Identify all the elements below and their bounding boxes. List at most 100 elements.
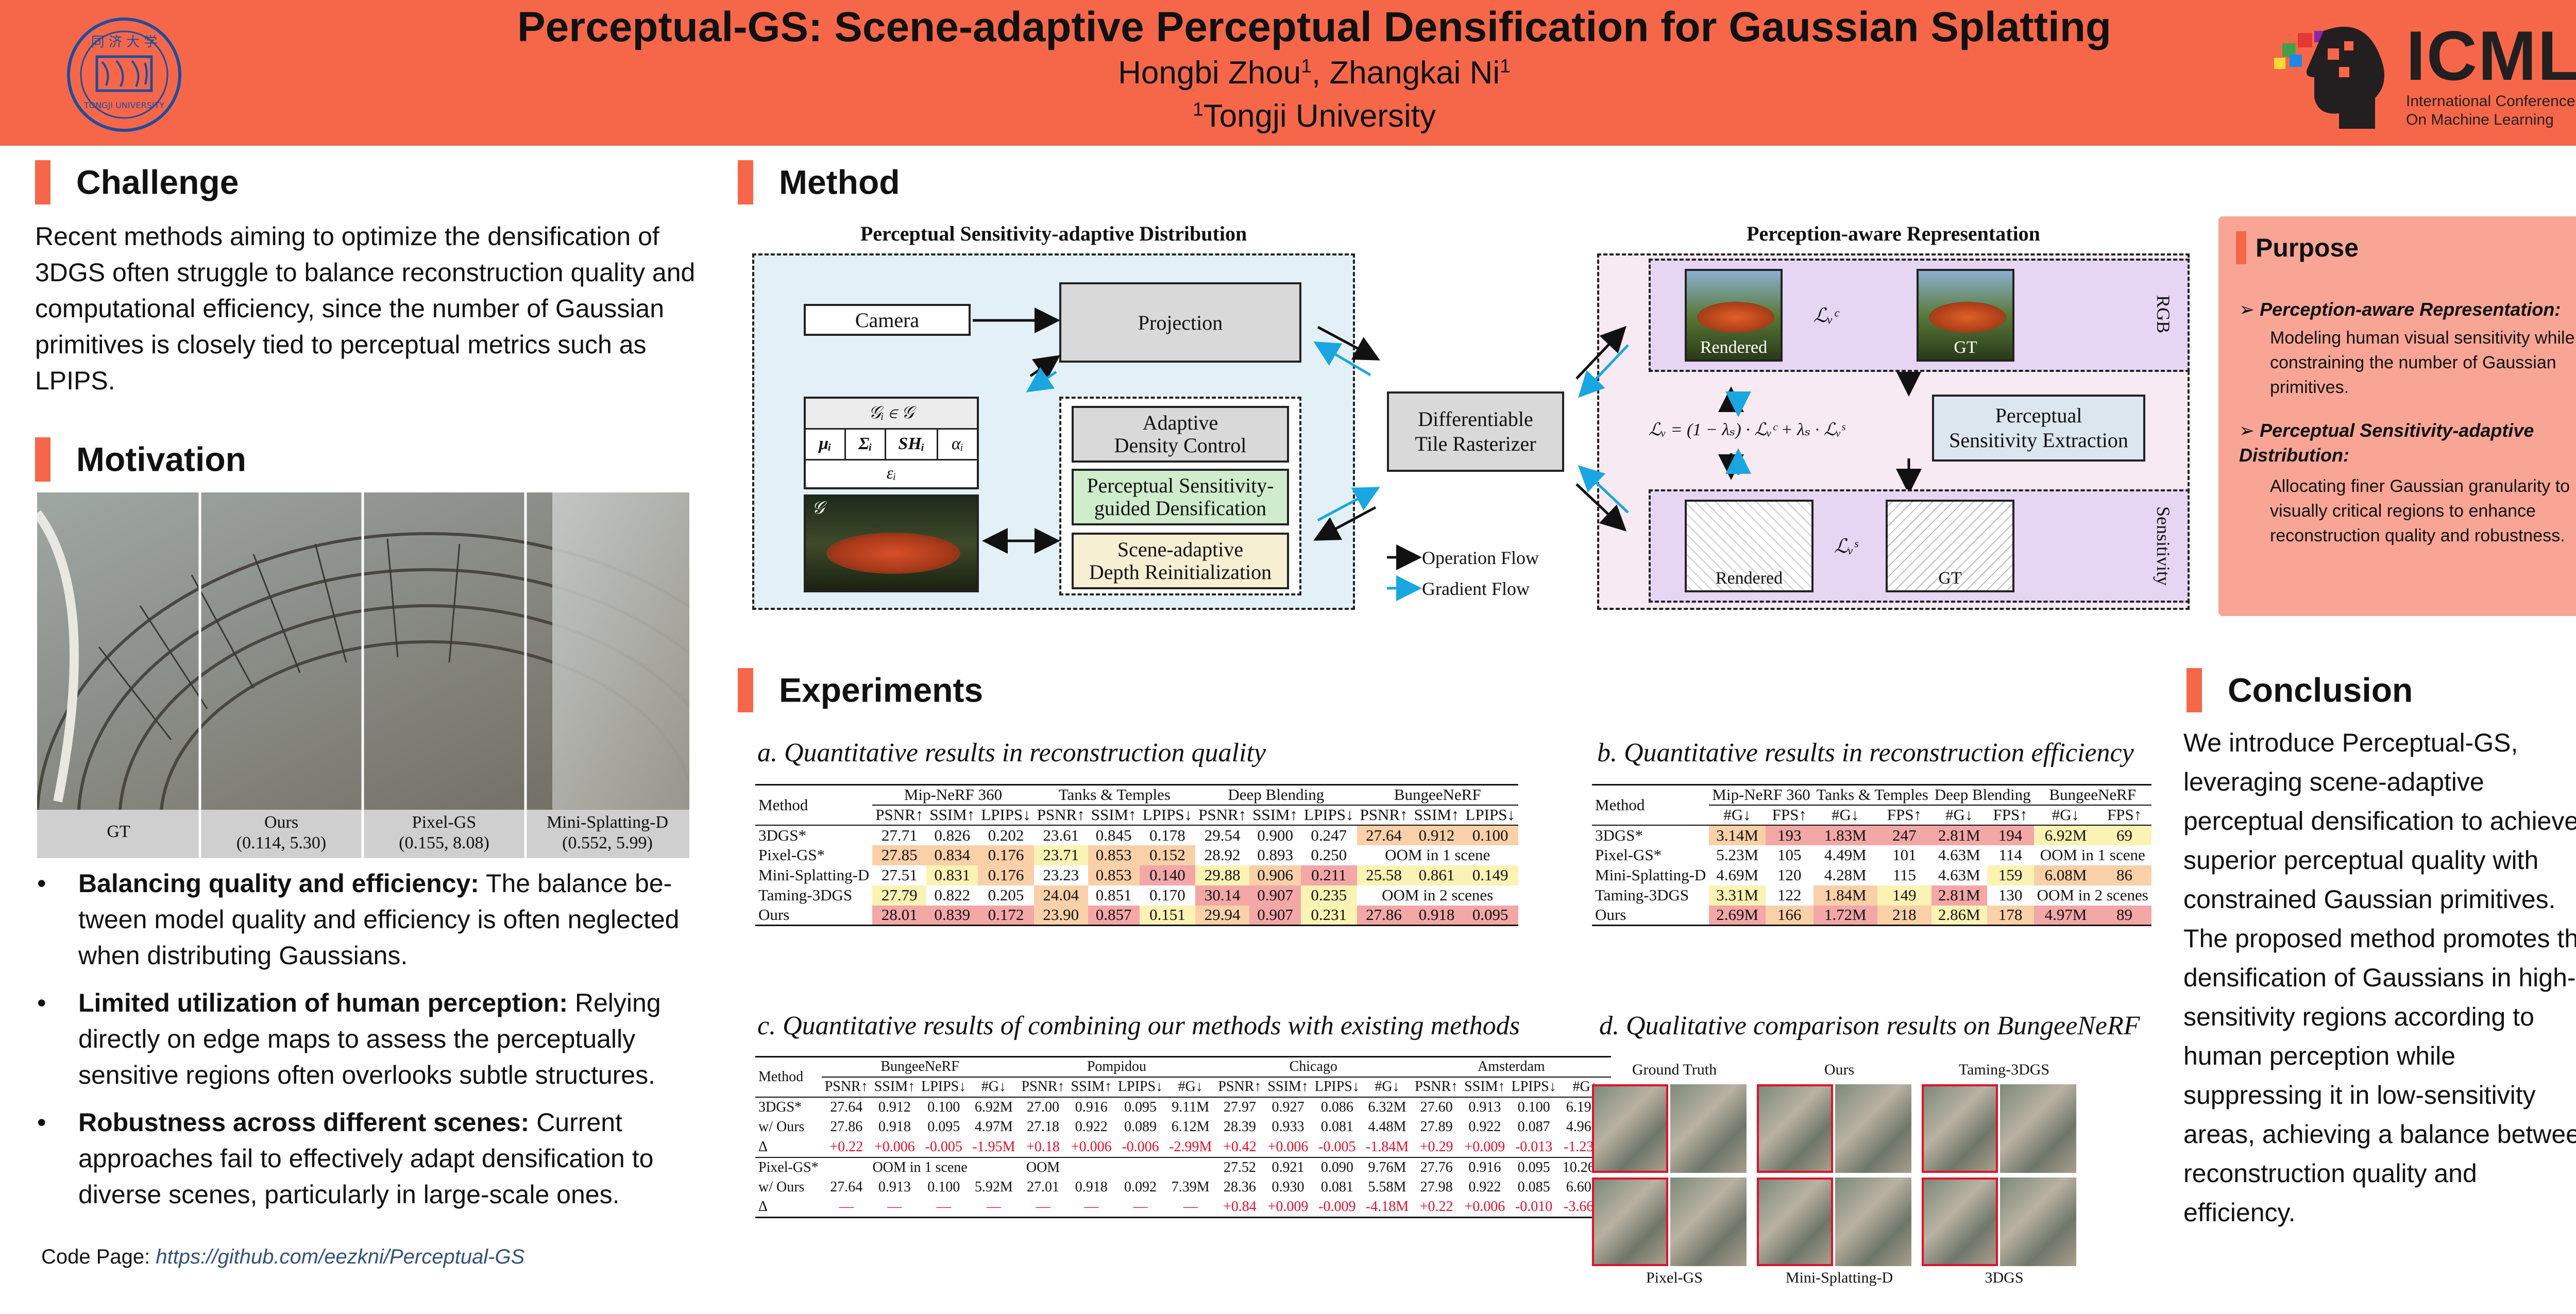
icml-subtitle: International Conference — [2406, 93, 2575, 110]
poster-title: Perceptual-GS: Scene-adaptive Perceptual… — [517, 4, 2112, 50]
table-cell: +0.84 — [1223, 1199, 1257, 1215]
table-cell: 0.140 — [1139, 865, 1196, 885]
panel-label: GT — [107, 822, 130, 841]
gt-sensitivity-map: GT — [1886, 500, 2014, 592]
section-heading-challenge: Challenge — [35, 160, 239, 204]
table-cell: 149 — [1877, 885, 1931, 906]
table-cell: 0.826 — [934, 826, 971, 844]
loss-color: ℒᵥᶜ — [1814, 305, 1838, 327]
table-header-metric: #G↓ — [981, 1079, 1006, 1095]
table-cell: 29.94 — [1195, 905, 1250, 926]
table-cell: 0.927 — [1272, 1099, 1304, 1115]
table-cell: 1.84M — [1813, 885, 1877, 906]
table-header-metric: PSNR↑ — [1037, 806, 1085, 824]
table-cell: -1.84M — [1365, 1138, 1409, 1155]
table-cell: 0.916 — [1468, 1159, 1501, 1175]
table-cell: 0.930 — [1272, 1179, 1304, 1195]
list-item: Robustness across different scenes: Curr… — [37, 1104, 702, 1213]
table-cell: 218 — [1877, 905, 1931, 926]
table-cell: 0.851 — [1095, 886, 1132, 904]
table-cell: 0.086 — [1320, 1099, 1353, 1115]
table-cell: 27.79 — [872, 885, 927, 906]
table-cell: 166 — [1765, 905, 1814, 926]
qualitative-crop-image — [1835, 1178, 1911, 1266]
sensitivity-densification-box: Perceptual Sensitivity-guided Densificat… — [1072, 469, 1289, 525]
table-cell: 247 — [1877, 825, 1931, 845]
table-header-metric: SSIM↑ — [1091, 806, 1137, 824]
table-cell: 0.095 — [1517, 1159, 1550, 1175]
table-cell: 89 — [2097, 905, 2151, 926]
table-cell: -2.99M — [1169, 1138, 1212, 1155]
table-cell: 0.845 — [1095, 826, 1132, 844]
caption-qualitative: d. Qualitative comparison results on Bun… — [1599, 1011, 2140, 1040]
table-cell: 0.095 — [1124, 1099, 1157, 1115]
table-cell: 9.11M — [1172, 1099, 1210, 1115]
table-header-metric: #G↓ — [1723, 806, 1751, 824]
caption-table-c: c. Quantitative results of combining our… — [757, 1011, 1520, 1040]
table-cell: 0.922 — [1468, 1179, 1501, 1195]
table-cell: 0.918 — [1411, 905, 1463, 926]
table-cell: — — [1183, 1199, 1198, 1215]
camera-box: Camera — [804, 304, 971, 336]
table-header-metric: FPS↑ — [2107, 806, 2142, 824]
table-cell-method: Ours — [1595, 906, 1626, 924]
table-cell: 29.54 — [1204, 826, 1241, 844]
table-cell: OOM — [1026, 1159, 1060, 1175]
table-cell: 27.01 — [1027, 1179, 1060, 1195]
table-cell: 28.36 — [1223, 1179, 1256, 1195]
qualitative-crop-image — [1592, 1178, 1668, 1266]
table-cell-method: Taming-3DGS — [1595, 886, 1689, 904]
table-header-metric: LPIPS↓ — [1511, 1079, 1556, 1095]
table-cell: 0.900 — [1257, 826, 1293, 844]
table-cell: 0.100 — [927, 1099, 960, 1115]
table-header-metric: LPIPS↓ — [1465, 806, 1515, 824]
table-cell: 4.97M — [2033, 905, 2098, 926]
table-header-metric: SSIM↑ — [1464, 1079, 1505, 1095]
table-header-group: Deep Blending — [1195, 784, 1357, 806]
author-name: Hongbi Zhou — [1118, 55, 1301, 91]
table-header-metric: PSNR↑ — [1021, 1079, 1065, 1095]
table-cell: 0.857 — [1088, 905, 1140, 926]
table-cell: 27.71 — [881, 826, 918, 844]
table-header-metric: LPIPS↓ — [1117, 1079, 1163, 1095]
table-header-metric: LPIPS↓ — [921, 1079, 967, 1095]
table-cell: +0.009 — [1464, 1138, 1505, 1155]
purpose-item-title: ➢ Perception-aware Representation: — [2239, 299, 2561, 320]
table-cell: 0.090 — [1320, 1159, 1353, 1175]
table-cell: — — [1036, 1199, 1050, 1215]
loss-equation: ℒᵥ = (1 − λₛ) · ℒᵥᶜ + λₛ · ℒᵥˢ — [1649, 420, 1845, 439]
purpose-item-title: ➢ Perceptual Sensitivity-adaptive Distri… — [2239, 420, 2534, 466]
table-cell: 27.85 — [872, 845, 927, 865]
table-cell: 0.906 — [1249, 865, 1301, 885]
qualitative-crop-image — [1592, 1084, 1668, 1173]
code-link[interactable]: https://github.com/eezkni/Perceptual-GS — [156, 1245, 525, 1268]
panel-label: Pixel-GS — [412, 813, 477, 832]
author-affil-mark: 1 — [1500, 55, 1511, 77]
table-cell: 27.00 — [1027, 1099, 1060, 1115]
table-cell: 0.918 — [878, 1119, 911, 1135]
table-header-metric: PSNR↑ — [1218, 1079, 1262, 1095]
panel-score: (0.155, 8.08) — [399, 833, 489, 852]
qual-label: Pixel-GS — [1646, 1269, 1703, 1286]
table-cell: 2.81M — [1931, 885, 1987, 906]
panel-score: (0.114, 5.30) — [236, 833, 327, 852]
table-cell: 5.23M — [1716, 846, 1759, 864]
qual-label: Taming-3DGS — [1958, 1061, 2050, 1078]
table-cell: — — [839, 1199, 854, 1215]
gaussian-scene-thumbnail: 𝒢 — [804, 494, 979, 592]
table-cell: 0.081 — [1320, 1119, 1353, 1135]
table-header-metric: SSIM↑ — [874, 1079, 916, 1095]
table-cell: 27.64 — [830, 1099, 863, 1115]
table-cell: 0.100 — [927, 1179, 960, 1195]
table-cell-method: Pixel-GS* — [758, 846, 825, 864]
qualitative-crop-image — [1922, 1178, 1998, 1266]
qual-label: 3DGS — [1985, 1269, 2024, 1286]
table-cell: 0.085 — [1517, 1179, 1550, 1195]
table-cell: 0.822 — [934, 886, 971, 904]
section-heading-motivation: Motivation — [35, 437, 246, 482]
